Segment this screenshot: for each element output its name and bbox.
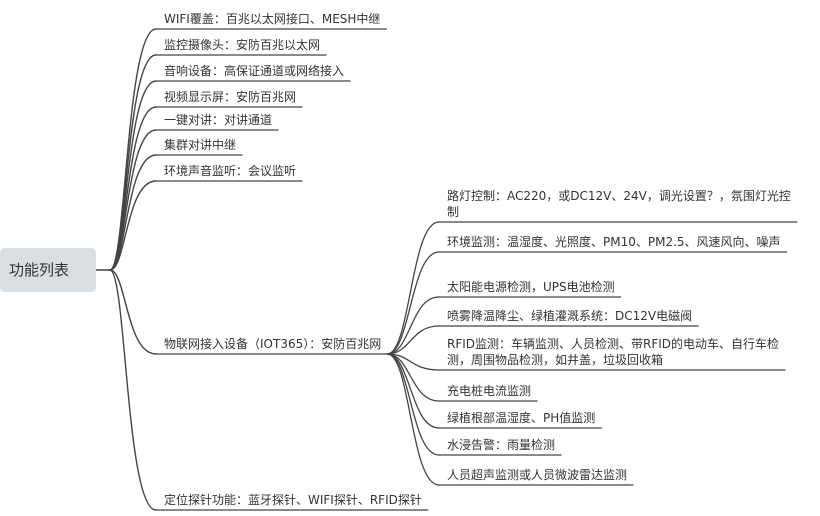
branch-positioning-connector [109,269,157,511]
branch-cluster-relay[interactable]: 集群对讲中继 [164,138,237,152]
iot-rfid[interactable]: RFID监测：车辆监测、人员检测、带RFID的电动车、自行车检测，周围物品检测，… [447,337,780,367]
iot-plant-soil[interactable]: 绿植根部温湿度、PH值监测 [447,411,596,425]
iot-spray-irrigation[interactable]: 喷雾降温降尘、绿植灌溉系统：DC12V电磁阀 [447,309,693,323]
branch-wifi[interactable]: WIFI覆盖：百兆以太网接口、MESH中继 [164,12,381,26]
branch-camera[interactable]: 监控摄像头：安防百兆以太网 [164,38,321,52]
iot-spray-irrigation-connector [386,325,440,355]
iot-flood-alarm[interactable]: 水浸告警：雨量检测 [447,438,556,452]
branch-iot-connector [109,269,157,355]
iot-solar-ups[interactable]: 太阳能电源检测，UPS电池检测 [447,280,615,294]
branch-camera-connector [109,54,157,271]
branch-sound-monitor[interactable]: 环境声音监听：会议监听 [164,164,297,178]
branch-wifi-connector [109,28,157,271]
branch-positioning[interactable]: 定位探针功能：蓝牙探针、WIFI探针、RFID探针 [164,493,422,507]
root-node[interactable]: 功能列表 [0,248,96,292]
iot-presence-radar[interactable]: 人员超声监测或人员微波雷达监测 [447,468,628,482]
iot-environment-connector [386,251,440,355]
branch-display[interactable]: 视频显示屏：安防百兆网 [164,90,297,104]
branch-cluster-relay-connector [109,154,157,271]
iot-solar-ups-connector [386,296,440,355]
iot-presence-radar-connector [386,353,440,486]
iot-charging-pile-connector [386,353,440,402]
iot-charging-pile[interactable]: 充电桩电流监测 [447,384,532,398]
iot-streetlight[interactable]: 路灯控制：AC220，或DC12V、24V，调光设置？，氛围灯光控制 [447,189,791,219]
iot-environment[interactable]: 环境监测：温湿度、光照度、PM10、PM2.5、风速风向、噪声 [447,235,781,249]
branch-iot[interactable]: 物联网接入设备（IOT365）：安防百兆网 [164,337,382,351]
branch-sound-monitor-connector [109,180,157,271]
branch-audio[interactable]: 音响设备：高保证通道或网络接入 [164,64,345,78]
branch-intercom[interactable]: 一键对讲：对讲通道 [164,113,273,127]
iot-plant-soil-connector [386,353,440,429]
iot-streetlight-connector [386,221,440,355]
